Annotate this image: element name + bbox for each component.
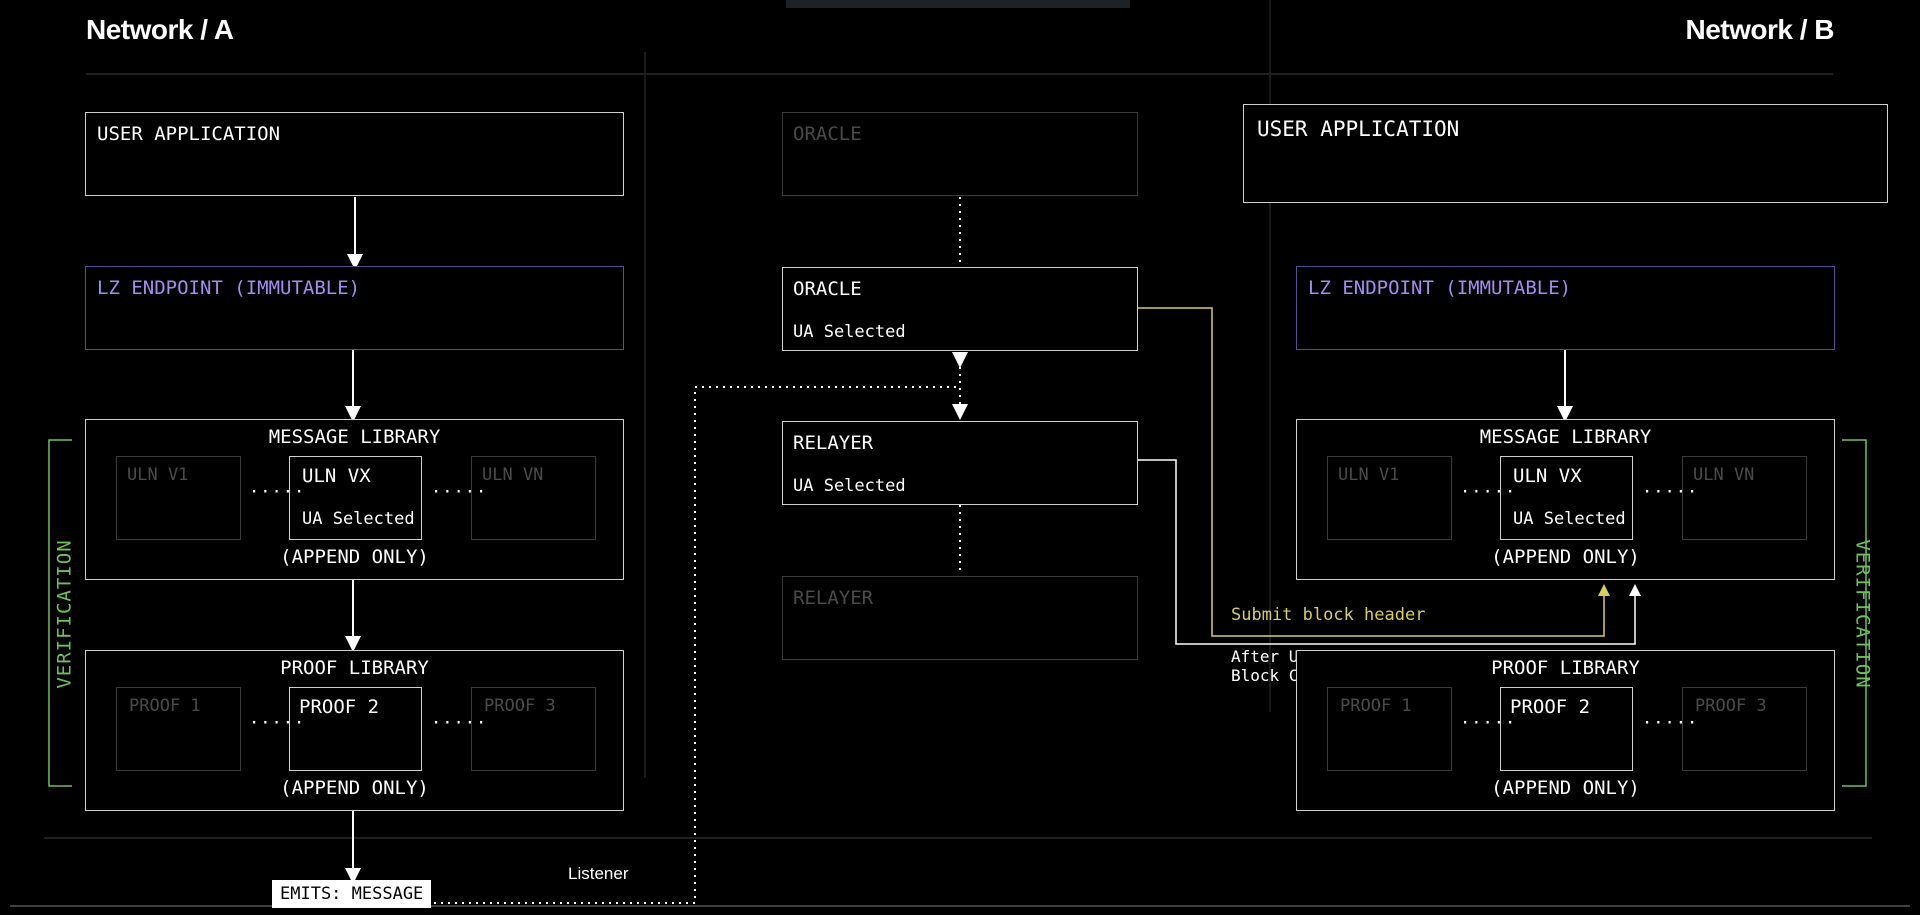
oracle-box[interactable]: ORACLE UA Selected [782,267,1138,351]
uln-vx-sub-label: UA Selected [1513,509,1626,529]
oracle-sub-label: UA Selected [793,322,906,342]
message-library-title: MESSAGE LIBRARY [268,426,441,448]
verification-label-a: VERIFICATION [53,539,76,689]
relayer-placeholder-label: RELAYER [793,587,874,609]
user-application-label: USER APPLICATION [97,123,281,145]
proof-3-label: PROOF 3 [484,696,556,716]
uln-vx-sub-label: UA Selected [302,509,415,529]
proof-1-label: PROOF 1 [1340,696,1412,716]
ellipsis-dots: ····· [1460,482,1517,502]
uln-vn-label: ULN VN [482,465,544,485]
proof-library-title: PROOF LIBRARY [1491,657,1640,679]
user-application-label: USER APPLICATION [1257,117,1460,141]
proof-2-label: PROOF 2 [299,696,380,718]
network-a-proof-library[interactable]: PROOF LIBRARY PROOF 1 ····· PROOF 2 ····… [85,650,624,811]
network-b-user-application[interactable]: USER APPLICATION [1243,104,1888,203]
top-bar [786,0,1130,8]
proof-3-label: PROOF 3 [1695,696,1767,716]
proof-1-box[interactable]: PROOF 1 [116,687,241,771]
uln-vx-box[interactable]: ULN VX UA Selected [1500,456,1633,540]
submit-block-header-label: Submit block header [1231,605,1426,625]
proof-3-box[interactable]: PROOF 3 [471,687,596,771]
proof-1-box[interactable]: PROOF 1 [1327,687,1452,771]
network-b-message-library[interactable]: MESSAGE LIBRARY ULN V1 ····· ULN VX UA S… [1296,419,1835,580]
network-a-lz-endpoint[interactable]: LZ ENDPOINT (IMMUTABLE) [85,266,624,350]
lz-endpoint-label: LZ ENDPOINT (IMMUTABLE) [1308,277,1572,299]
proof-2-box[interactable]: PROOF 2 [1500,687,1633,771]
network-b-title: Network / B [1685,14,1834,45]
append-only-label: (APPEND ONLY) [1491,546,1640,568]
uln-vn-box[interactable]: ULN VN [471,456,596,540]
relayer-sub-label: UA Selected [793,476,906,496]
emits-message-badge: EMITS: MESSAGE [272,880,432,908]
network-b-proof-library[interactable]: PROOF LIBRARY PROOF 1 ····· PROOF 2 ····… [1296,650,1835,811]
verification-label-b: VERIFICATION [1851,539,1874,689]
uln-vx-label: ULN VX [302,465,371,487]
proof-library-title: PROOF LIBRARY [280,657,429,679]
ellipsis-dots: ····· [1642,482,1699,502]
ellipsis-dots: ····· [431,713,488,733]
ellipsis-dots: ····· [1460,713,1517,733]
append-only-label: (APPEND ONLY) [1491,777,1640,799]
listener-label: Listener [568,864,629,883]
proof-1-label: PROOF 1 [129,696,201,716]
oracle-placeholder-label: ORACLE [793,123,862,145]
proof-2-label: PROOF 2 [1510,696,1591,718]
ellipsis-dots: ····· [1642,713,1699,733]
lz-endpoint-label: LZ ENDPOINT (IMMUTABLE) [97,277,361,299]
network-a-message-library[interactable]: MESSAGE LIBRARY ULN V1 ····· ULN VX UA S… [85,419,624,580]
oracle-placeholder-box[interactable]: ORACLE [782,112,1138,196]
uln-vn-label: ULN VN [1693,465,1755,485]
proof-2-box[interactable]: PROOF 2 [289,687,422,771]
ellipsis-dots: ····· [249,713,306,733]
uln-v1-label: ULN V1 [127,465,189,485]
uln-vx-label: ULN VX [1513,465,1582,487]
oracle-label: ORACLE [793,278,862,300]
uln-v1-label: ULN V1 [1338,465,1400,485]
network-a-user-application[interactable]: USER APPLICATION [85,112,624,196]
uln-v1-box[interactable]: ULN V1 [1327,456,1452,540]
append-only-label: (APPEND ONLY) [280,777,429,799]
relayer-placeholder-box[interactable]: RELAYER [782,576,1138,660]
relayer-label: RELAYER [793,432,874,454]
ellipsis-dots: ····· [431,482,488,502]
network-a-title: Network / A [86,14,234,45]
ellipsis-dots: ····· [249,482,306,502]
network-b-lz-endpoint[interactable]: LZ ENDPOINT (IMMUTABLE) [1296,266,1835,350]
relayer-box[interactable]: RELAYER UA Selected [782,421,1138,505]
proof-3-box[interactable]: PROOF 3 [1682,687,1807,771]
uln-vn-box[interactable]: ULN VN [1682,456,1807,540]
append-only-label: (APPEND ONLY) [280,546,429,568]
uln-v1-box[interactable]: ULN V1 [116,456,241,540]
message-library-title: MESSAGE LIBRARY [1479,426,1652,448]
uln-vx-box[interactable]: ULN VX UA Selected [289,456,422,540]
